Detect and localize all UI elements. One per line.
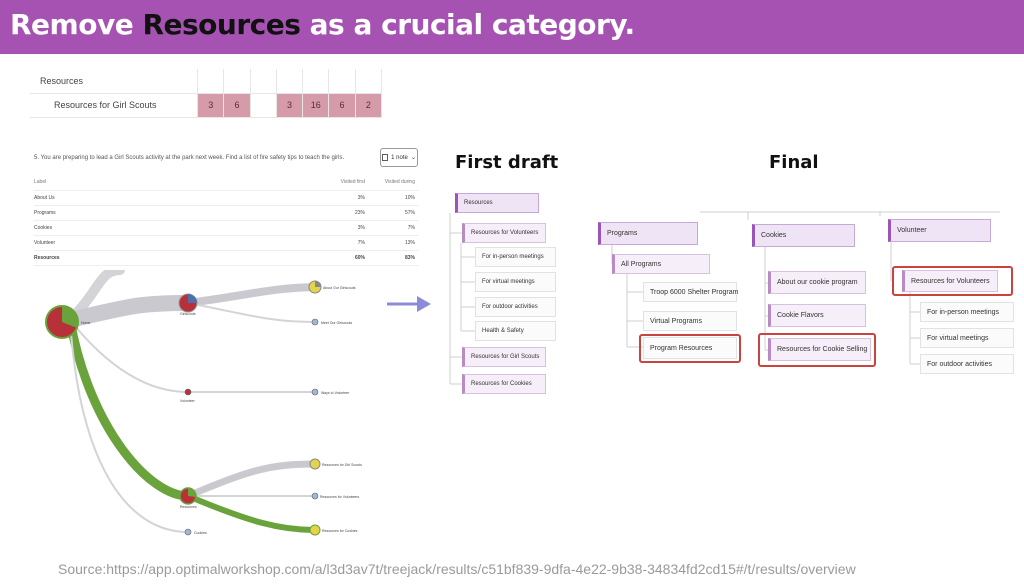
table-cell: 3: [197, 93, 225, 117]
tree-node: Programs: [598, 222, 698, 245]
tree-node: Resources for Volunteers: [902, 270, 998, 292]
table-cell: 2: [355, 93, 383, 117]
results-table: Resources Resources for Girl Scouts 3 6 …: [30, 69, 383, 118]
svg-text:Resources for Girl Scouts: Resources for Girl Scouts: [322, 463, 362, 467]
title-highlight: Resources: [142, 8, 301, 41]
svg-text:Meet Our Girlscouts: Meet Our Girlscouts: [321, 321, 352, 325]
tree-node: Resources: [455, 193, 539, 213]
title-banner: Remove Resources as a crucial category.: [0, 0, 1024, 54]
tree-node: For outdoor activities: [920, 354, 1014, 374]
highlight-box: [892, 266, 1013, 296]
tree-node: Health & Safety: [475, 321, 556, 341]
tree-node: Virtual Programs: [643, 311, 737, 331]
tree-node: Troop 6000 Shelter Program: [643, 282, 738, 302]
tree-node: Volunteer: [888, 219, 991, 242]
final-heading: Final: [769, 152, 819, 173]
tree-node: For in-person meetings: [920, 302, 1014, 322]
svg-text:Cookies: Cookies: [194, 531, 207, 535]
tree-node: For outdoor activities: [475, 297, 556, 317]
tree-node: Cookies: [752, 224, 855, 247]
svg-text:Resources for Volunteers: Resources for Volunteers: [320, 495, 360, 499]
question-text: 5. You are preparing to lead a Girl Scou…: [34, 155, 345, 161]
pietree-diagram: Home Girlscouts About Our Girlscouts Mee…: [45, 270, 362, 536]
table-row: Resources: [30, 69, 383, 93]
row-label: Resources: [30, 69, 199, 93]
svg-text:About Our Girlscouts: About Our Girlscouts: [323, 286, 356, 290]
note-icon: [382, 154, 389, 161]
pie-nodes: [45, 280, 322, 536]
table-row: Resources for Girl Scouts 3 6 3 16 6 2: [30, 93, 383, 117]
highlight-box: [639, 334, 741, 363]
tree-node: Resources for Volunteers: [462, 223, 546, 243]
row-label: Resources for Girl Scouts: [30, 93, 199, 117]
tree-node: Resources for Cookie Selling: [768, 338, 871, 361]
tree-node: Program Resources: [643, 337, 737, 359]
svg-text:Home: Home: [81, 321, 90, 325]
table-header: Label Visited first Visited during: [34, 175, 419, 191]
tree-node: All Programs: [612, 254, 710, 274]
first-draft-heading: First draft: [455, 152, 559, 173]
table-cell: 6: [328, 93, 356, 117]
chevron-down-icon: ⌄: [410, 155, 416, 161]
tree-node: Resources for Girl Scouts: [462, 347, 546, 367]
tree-node: Cookie Flavors: [768, 304, 866, 327]
table-cell: 16: [302, 93, 330, 117]
svg-text:Resources for Cookies: Resources for Cookies: [322, 529, 358, 533]
tree-node: For virtual meetings: [920, 328, 1014, 348]
note-button[interactable]: 1 note ⌄: [380, 148, 418, 167]
tree-node: For virtual meetings: [475, 272, 556, 292]
svg-text:Volunteer: Volunteer: [180, 399, 196, 403]
svg-text:Resources: Resources: [180, 505, 197, 509]
svg-text:Girlscouts: Girlscouts: [180, 312, 196, 316]
svg-text:Ways to Volunteer: Ways to Volunteer: [321, 391, 350, 395]
tree-node: Resources for Cookies: [462, 374, 546, 394]
tree-node: About our cookie program: [768, 271, 866, 294]
table-cell: 6: [223, 93, 251, 117]
tree-node: For in-person meetings: [475, 247, 556, 267]
source-link[interactable]: Source:https://app.optimalworkshop.com/a…: [58, 561, 856, 577]
right-arrow-icon: [387, 296, 431, 312]
highlight-box: [758, 333, 876, 367]
visits-table: Label Visited first Visited during About…: [34, 175, 419, 266]
table-cell: [250, 93, 277, 117]
table-cell: 3: [276, 93, 304, 117]
slide-title: Remove Resources as a crucial category.: [10, 8, 635, 41]
